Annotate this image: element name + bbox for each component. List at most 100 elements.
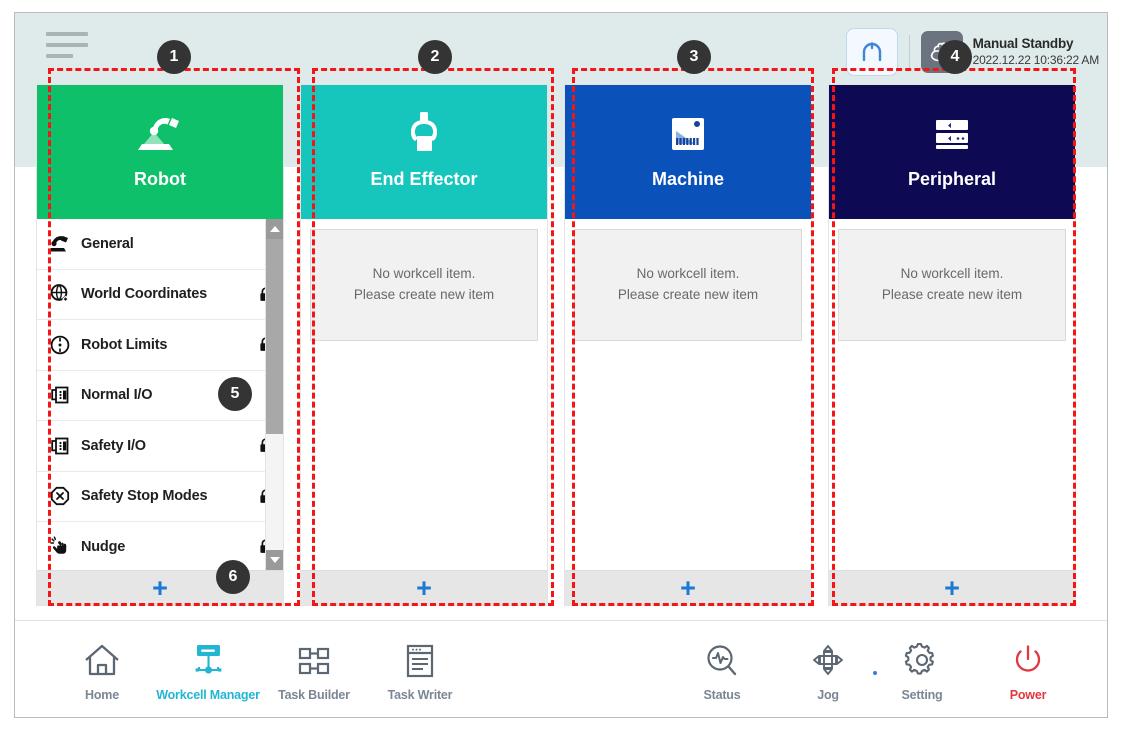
nav-item-task-builder[interactable]: Task Builder <box>261 637 367 702</box>
nav-item-workcell-manager[interactable]: Workcell Manager <box>155 637 261 702</box>
reload-arch-icon <box>862 42 881 62</box>
column-title-machine: Machine <box>651 169 725 189</box>
robot-general-icon <box>45 234 75 254</box>
column-machine: Machine No workcell item. Please create … <box>565 85 811 605</box>
jog-icon <box>809 637 847 679</box>
manual-hand-icon[interactable] <box>920 31 963 73</box>
add-peripheral-button[interactable]: + <box>829 570 1075 605</box>
world-coordinates-icon <box>45 283 75 305</box>
safety-io-icon <box>45 435 75 457</box>
bottom-nav-left: Home Workcell Manager <box>49 637 473 702</box>
column-body-peripheral: No workcell item. Please create new item <box>829 219 1075 570</box>
status-icon <box>703 637 741 679</box>
header-divider <box>908 35 910 69</box>
scroll-down-button[interactable] <box>266 550 283 570</box>
nav-label: Power <box>1009 687 1047 702</box>
mode-title: Manual Standby <box>972 36 1074 52</box>
add-end-effector-button[interactable]: + <box>301 570 547 605</box>
empty-placeholder: No workcell item. Please create new item <box>838 229 1066 341</box>
robot-menu-list: General World Coordinates <box>37 219 283 570</box>
menu-item-robot-limits[interactable]: Robot Limits <box>37 320 283 371</box>
robot-menu-scrollbar[interactable] <box>265 219 283 570</box>
menu-item-world-coordinates[interactable]: World Coordinates <box>37 270 283 320</box>
plus-icon: + <box>416 572 432 603</box>
empty-line-1: No workcell item. <box>900 266 1004 282</box>
plus-icon: + <box>152 572 168 603</box>
task-builder-icon <box>294 637 334 679</box>
nav-label: Status <box>703 687 741 702</box>
add-robot-button[interactable]: + <box>37 570 283 605</box>
empty-placeholder: No workcell item. Please create new item <box>310 229 538 341</box>
menu-label: Safety Stop Modes <box>81 488 208 505</box>
gear-icon <box>903 637 941 679</box>
hand-glyph <box>930 42 951 62</box>
workcell-manager-screen: Manual Standby 2022.12.22 10:36:22 AM <box>14 12 1108 718</box>
menu-item-normal-io[interactable]: Normal I/O <box>37 371 283 421</box>
chevron-down-icon <box>269 557 280 563</box>
column-title-end-effector: End Effector <box>370 169 478 189</box>
nudge-hand-icon <box>45 536 75 558</box>
empty-line-1: No workcell item. <box>372 266 476 282</box>
column-body-robot: General World Coordinates <box>37 219 283 570</box>
menu-label: General <box>81 235 134 252</box>
column-title-peripheral: Peripheral <box>907 169 997 189</box>
nav-label: Task Builder <box>278 687 350 702</box>
menu-label: Robot Limits <box>81 336 168 353</box>
nav-item-status[interactable]: Status <box>669 637 775 702</box>
bottom-navigation-bar: Home Workcell Manager <box>15 620 1107 717</box>
scrollbar-thumb[interactable] <box>266 239 283 434</box>
menu-item-nudge[interactable]: Nudge <box>37 522 283 570</box>
bottom-nav-right: Status Jog <box>669 637 1081 702</box>
peripheral-icon <box>928 103 976 165</box>
nav-item-task-writer[interactable]: Task Writer <box>367 637 473 702</box>
nav-label: Home <box>85 687 119 702</box>
robot-limits-icon <box>45 334 75 356</box>
reload-button[interactable] <box>845 28 898 76</box>
column-header-end-effector[interactable]: End Effector <box>301 85 547 219</box>
nav-item-power[interactable]: Power <box>975 637 1081 702</box>
column-title-robot: Robot <box>134 169 186 189</box>
robot-arm-icon <box>135 103 185 165</box>
column-end-effector: End Effector No workcell item. Please cr… <box>301 85 547 605</box>
mode-timestamp: 2022.12.22 10:36:22 AM <box>972 52 1100 67</box>
chevron-up-icon <box>269 226 280 232</box>
mode-status-text: Manual Standby 2022.12.22 10:36:22 AM <box>972 36 1100 68</box>
nav-label: Workcell Manager <box>156 687 260 702</box>
menu-item-general[interactable]: General <box>37 219 283 270</box>
nav-item-setting[interactable]: Setting <box>869 637 975 702</box>
nav-item-jog[interactable]: Jog <box>775 637 881 702</box>
empty-line-2: Please create new item <box>353 287 495 302</box>
column-body-machine: No workcell item. Please create new item <box>565 219 811 570</box>
column-peripheral: Peripheral No workcell item. Please crea… <box>829 85 1075 605</box>
column-header-peripheral[interactable]: Peripheral <box>829 85 1075 219</box>
menu-item-safety-io[interactable]: Safety I/O <box>37 421 283 472</box>
menu-label: Safety I/O <box>81 437 146 454</box>
add-machine-button[interactable]: + <box>565 570 811 605</box>
plus-icon: + <box>944 572 960 603</box>
workcell-manager-icon <box>188 637 228 679</box>
power-icon <box>1010 637 1046 679</box>
workcell-columns: Robot General <box>37 85 1087 605</box>
column-header-robot[interactable]: Robot <box>37 85 283 219</box>
scroll-up-button[interactable] <box>266 219 283 239</box>
empty-placeholder: No workcell item. Please create new item <box>574 229 802 341</box>
menu-label: World Coordinates <box>81 286 208 303</box>
menu-label: Nudge <box>81 538 126 555</box>
nav-item-home[interactable]: Home <box>49 637 155 702</box>
header-right-group: Manual Standby 2022.12.22 10:36:22 AM <box>845 27 1100 77</box>
empty-line-2: Please create new item <box>617 287 759 302</box>
normal-io-icon <box>45 384 75 406</box>
plus-icon: + <box>680 572 696 603</box>
nav-separator-dot <box>873 671 877 675</box>
safety-stop-icon <box>45 485 75 507</box>
hamburger-menu-icon[interactable] <box>46 32 90 68</box>
menu-label: Normal I/O <box>81 387 153 404</box>
column-robot: Robot General <box>37 85 283 605</box>
menu-item-safety-stop-modes[interactable]: Safety Stop Modes <box>37 472 283 522</box>
column-body-end-effector: No workcell item. Please create new item <box>301 219 547 570</box>
task-writer-icon <box>403 637 437 679</box>
nav-label: Task Writer <box>387 687 453 702</box>
nav-label: Jog <box>817 687 839 702</box>
empty-line-1: No workcell item. <box>636 266 740 282</box>
column-header-machine[interactable]: Machine <box>565 85 811 219</box>
